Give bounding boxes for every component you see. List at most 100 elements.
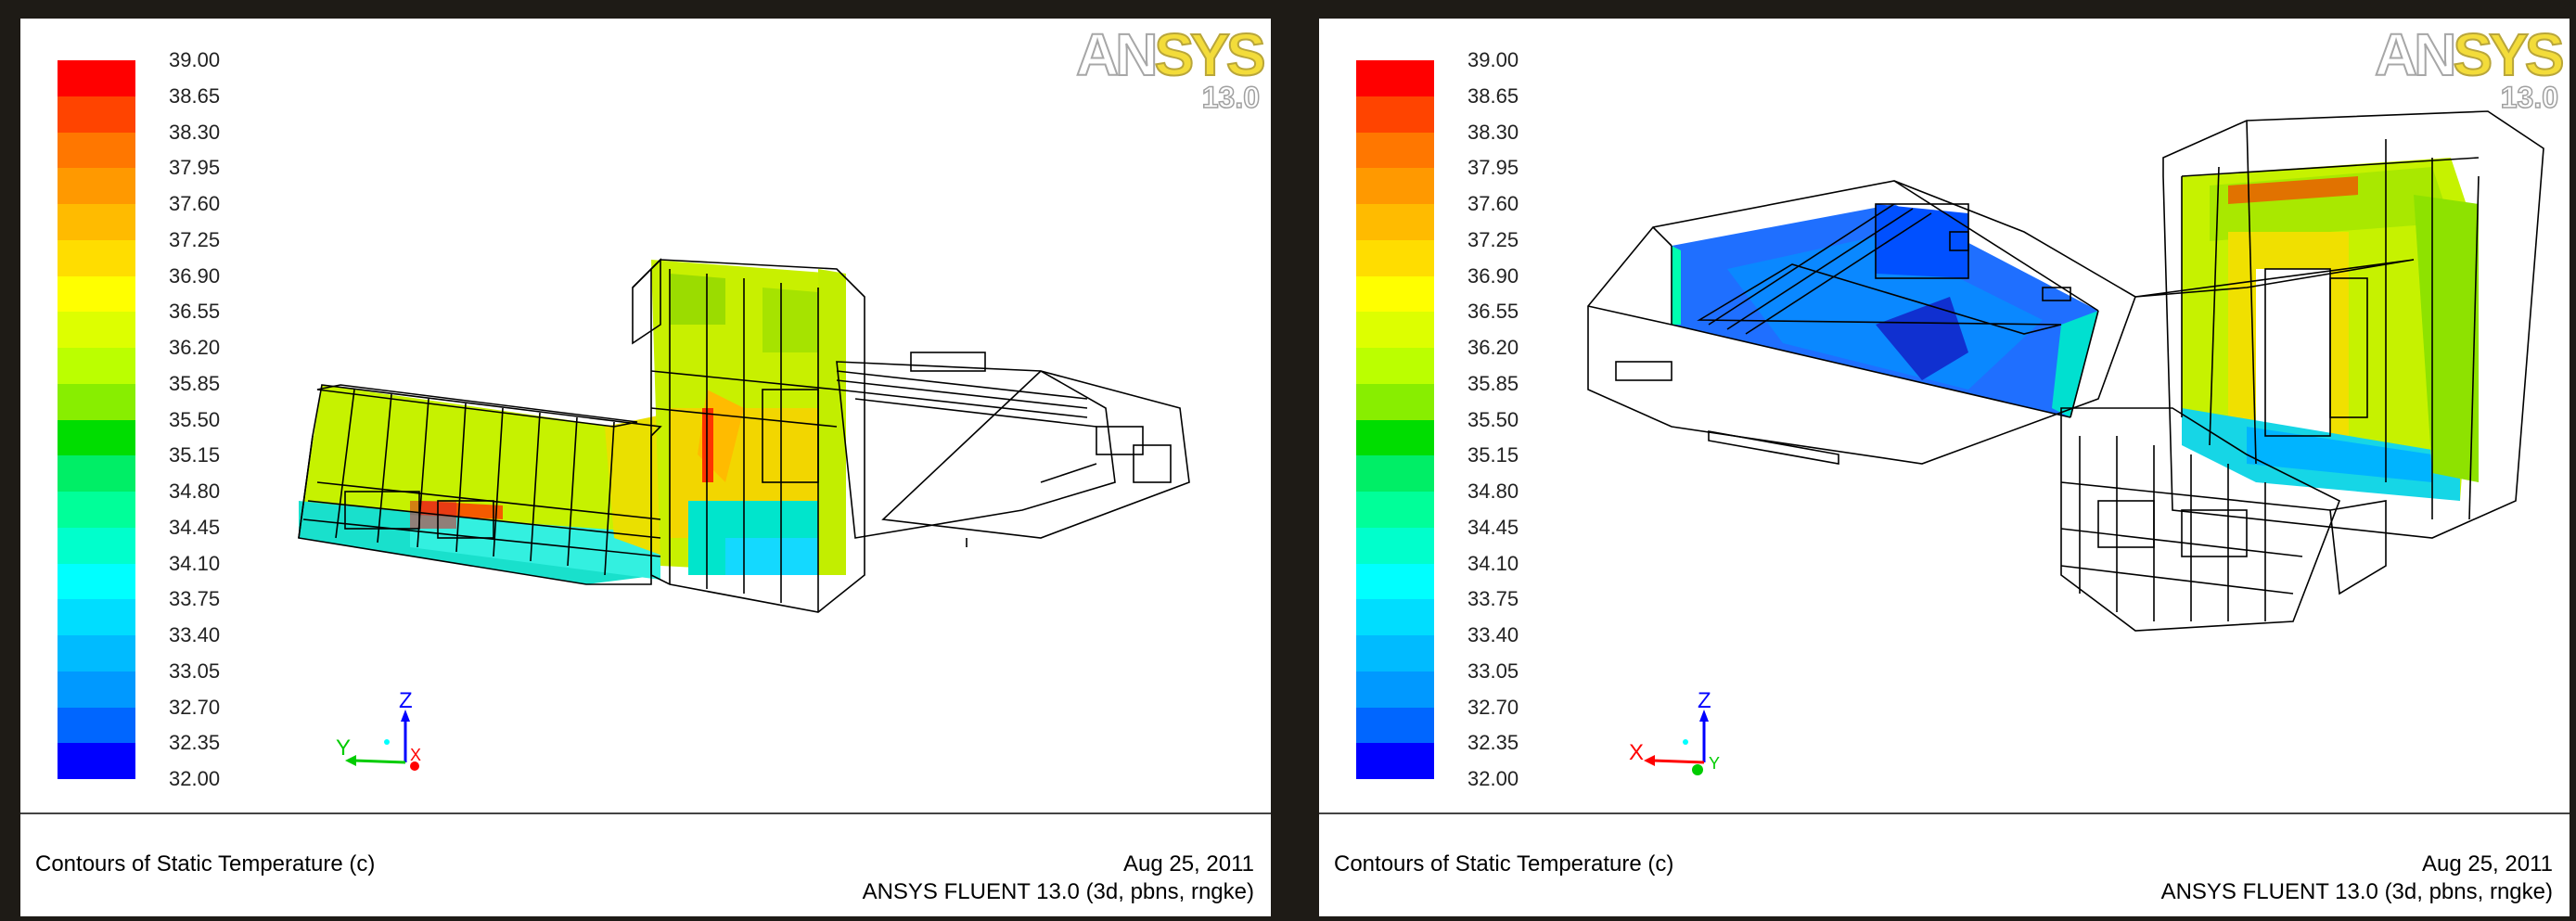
legend-color-block xyxy=(1356,492,1434,528)
axis-label-x: X xyxy=(1629,740,1645,765)
legend-color-block xyxy=(58,275,135,313)
legend-level-label: 35.50 xyxy=(169,407,221,431)
legend-color-block xyxy=(58,132,135,169)
legend-color-block xyxy=(1356,96,1434,133)
legend-color-block xyxy=(1356,132,1434,169)
plot-date: Aug 25, 2011 xyxy=(1122,851,1254,876)
legend-level-label: 35.85 xyxy=(1467,371,1519,395)
geometry-wireframe-right xyxy=(1587,110,2544,632)
legend-level-label: 33.40 xyxy=(169,623,221,646)
legend-color-block xyxy=(1356,743,1434,780)
temperature-contour-left xyxy=(299,260,846,584)
ansys-logo: ANSYS 13.0 xyxy=(1075,21,1267,114)
legend-color-block xyxy=(1356,348,1434,384)
legend-color-block xyxy=(1356,60,1434,96)
legend-color-block xyxy=(1356,599,1434,636)
legend-color-block xyxy=(58,492,135,528)
legend-level-label: 34.10 xyxy=(1467,551,1519,575)
model-view-right[interactable] xyxy=(1319,19,2570,814)
legend-color-block xyxy=(1356,239,1434,276)
legend-color-block xyxy=(58,599,135,636)
axis-label-y: Y xyxy=(1709,754,1721,773)
legend-level-label: 34.45 xyxy=(169,515,221,539)
legend-level-label: 36.20 xyxy=(1467,336,1519,359)
legend-level-label: 33.05 xyxy=(1467,659,1519,683)
legend-level-label: 33.05 xyxy=(169,659,221,683)
legend-level-label: 35.85 xyxy=(169,371,221,395)
legend-level-label: 32.00 xyxy=(1467,767,1519,790)
plot-footer: Contours of Static Temperature (c) Aug 2… xyxy=(1319,812,2570,916)
legend-color-block xyxy=(58,527,135,564)
plot-date: Aug 25, 2011 xyxy=(2421,851,2553,876)
legend-color-block xyxy=(1356,204,1434,240)
legend-color-block xyxy=(1356,312,1434,349)
legend-level-label: 33.75 xyxy=(1467,587,1519,611)
legend-level-label: 32.35 xyxy=(1467,731,1519,755)
legend-color-block xyxy=(58,168,135,205)
legend-color-block xyxy=(58,671,135,708)
legend-level-label: 37.95 xyxy=(169,156,221,180)
legend-level-label: 34.10 xyxy=(169,551,221,575)
temperature-contour-right xyxy=(1672,158,2479,501)
legend-color-block xyxy=(58,743,135,780)
legend-level-label: 36.55 xyxy=(1467,300,1519,324)
model-view-left[interactable] xyxy=(20,19,1271,814)
legend-color-block xyxy=(1356,527,1434,564)
legend-level-label: 32.35 xyxy=(169,731,221,755)
legend-color-block xyxy=(58,348,135,384)
solver-version: ANSYS FLUENT 13.0 (3d, pbns, rngke) xyxy=(862,879,1254,904)
legend-level-label: 32.00 xyxy=(169,767,221,790)
axis-label-y: Y xyxy=(336,736,352,761)
axis-triad: Z Y X xyxy=(336,690,438,784)
legend-color-block xyxy=(1356,671,1434,708)
legend-color-block xyxy=(1356,383,1434,420)
solver-version: ANSYS FLUENT 13.0 (3d, pbns, rngke) xyxy=(2160,879,2553,904)
legend-color-block xyxy=(58,60,135,96)
legend-color-block xyxy=(1356,635,1434,672)
legend-level-label: 37.25 xyxy=(169,227,221,251)
legend-color-block xyxy=(58,96,135,133)
legend-color-block xyxy=(58,455,135,492)
legend-color-block xyxy=(58,383,135,420)
ansys-logo: ANSYS 13.0 xyxy=(2374,21,2566,114)
legend-color-block xyxy=(58,635,135,672)
axis-label-x: X xyxy=(410,746,422,764)
legend-level-label: 34.80 xyxy=(1467,480,1519,503)
color-legend-bar xyxy=(1356,60,1434,780)
legend-color-block xyxy=(58,312,135,349)
legend-color-block xyxy=(1356,563,1434,600)
legend-level-label: 35.15 xyxy=(169,443,221,467)
axis-triad: Z X Y xyxy=(1629,690,1737,784)
legend-level-label: 38.30 xyxy=(1467,120,1519,144)
legend-level-label: 36.90 xyxy=(1467,263,1519,288)
legend-level-label: 32.70 xyxy=(1467,695,1519,719)
legend-color-block xyxy=(1356,455,1434,492)
legend-color-block xyxy=(58,707,135,744)
legend-level-label: 37.25 xyxy=(1467,227,1519,251)
axis-label-z: Z xyxy=(1698,688,1711,713)
legend-color-block xyxy=(58,419,135,456)
legend-level-label: 34.45 xyxy=(1467,515,1519,539)
legend-level-label: 35.15 xyxy=(1467,443,1519,467)
legend-level-label: 39.00 xyxy=(169,48,221,71)
legend-level-label: 34.80 xyxy=(169,480,221,503)
plot-footer: Contours of Static Temperature (c) Aug 2… xyxy=(20,812,1271,916)
legend-color-block xyxy=(1356,419,1434,456)
legend-level-label: 37.60 xyxy=(169,192,221,215)
legend-level-label: 36.20 xyxy=(169,336,221,359)
legend-level-label: 39.00 xyxy=(1467,48,1519,71)
axis-label-z: Z xyxy=(399,688,413,713)
geometry-wireframe-left xyxy=(298,258,1190,613)
legend-level-label: 38.65 xyxy=(169,83,221,108)
legend-level-label: 36.90 xyxy=(169,263,221,288)
legend-level-label: 37.95 xyxy=(1467,156,1519,180)
legend-color-block xyxy=(1356,168,1434,205)
legend-color-block xyxy=(1356,707,1434,744)
plot-title: Contours of Static Temperature (c) xyxy=(35,851,376,876)
legend-level-label: 38.30 xyxy=(169,120,221,144)
legend-level-label: 33.40 xyxy=(1467,623,1519,646)
legend-level-label: 32.70 xyxy=(169,695,221,719)
